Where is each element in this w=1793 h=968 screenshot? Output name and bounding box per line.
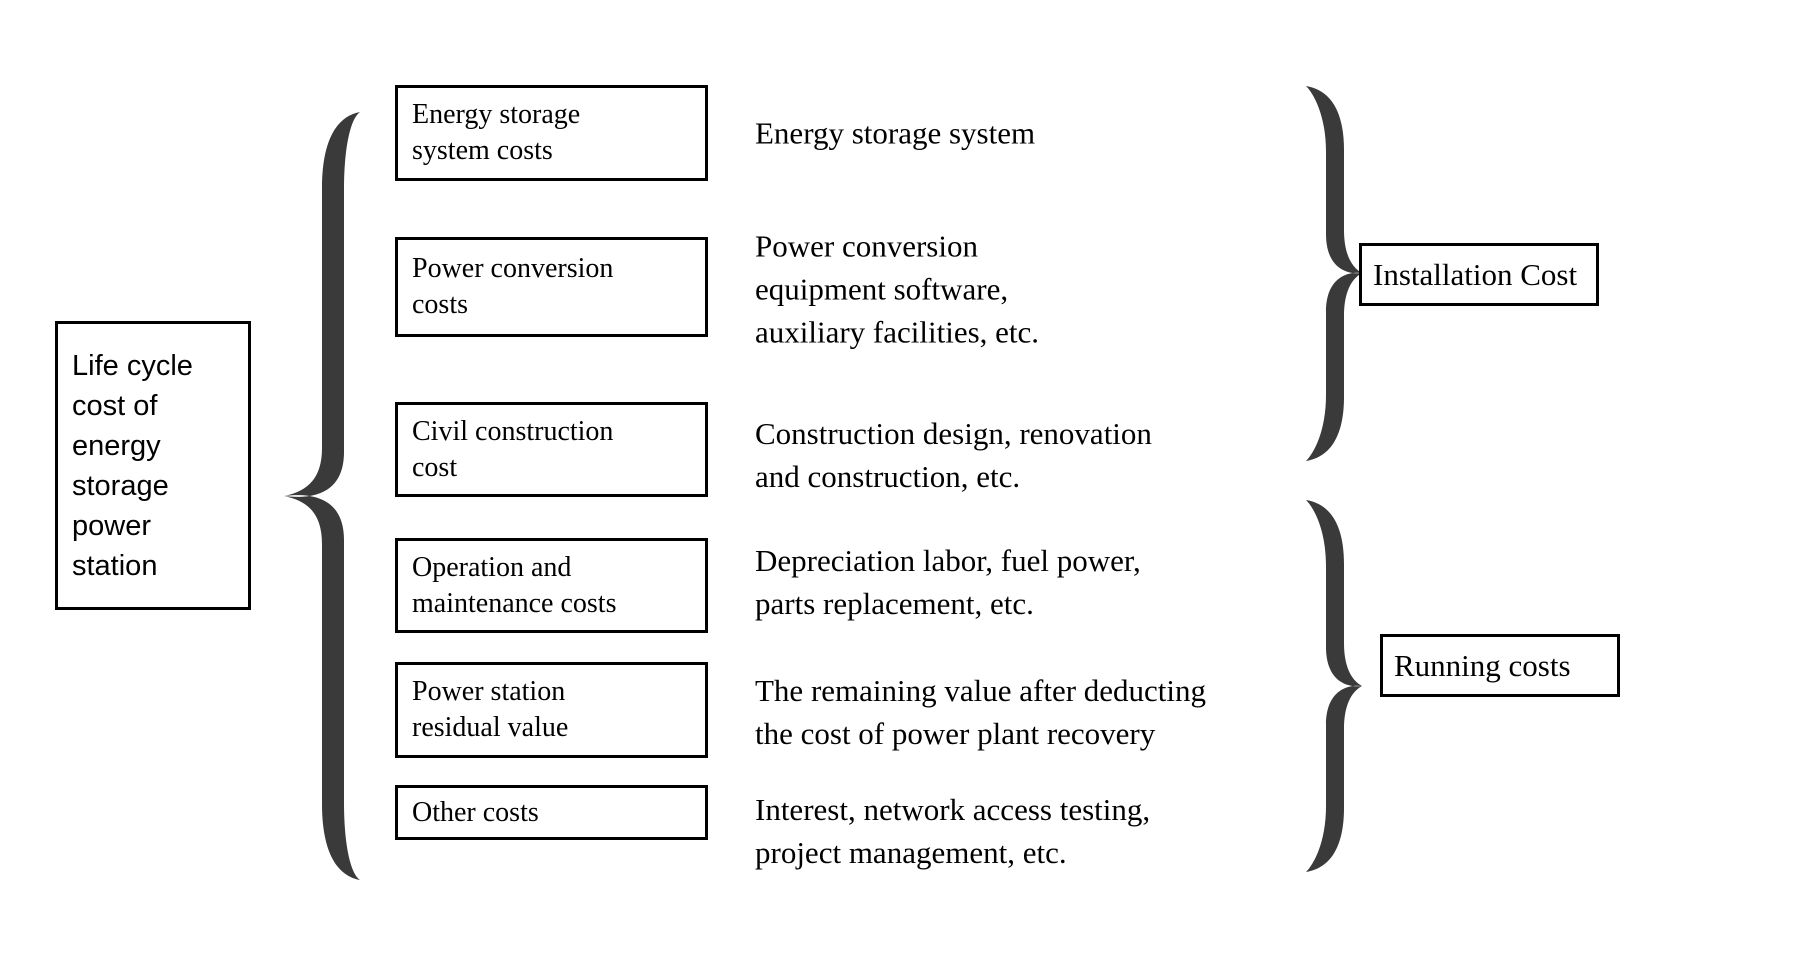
item-box-energy-storage-system-costs: Energy storage system costs <box>395 85 708 181</box>
item-box-power-conversion-costs: Power conversion costs <box>395 237 708 337</box>
running-costs-box: Running costs <box>1380 634 1620 697</box>
running-costs-label: Running costs <box>1394 647 1571 683</box>
item-box-operation-maintenance-costs: Operation and maintenance costs <box>395 538 708 633</box>
item-box-civil-construction-cost: Civil construction cost <box>395 402 708 497</box>
item-box-other-costs: Other costs <box>395 785 708 840</box>
item-box-label: Operation and maintenance costs <box>412 551 617 619</box>
item-box-label: Power station residual value <box>412 676 569 743</box>
installation-cost-label: Installation Cost <box>1373 256 1578 292</box>
item-desc-operation-maintenance: Depreciation labor, fuel power, parts re… <box>755 543 1141 621</box>
item-desc-power-conversion: Power conversion equipment software, aux… <box>755 228 1040 350</box>
item-box-label: Power conversion costs <box>412 253 614 320</box>
item-desc-other-costs: Interest, network access testing, projec… <box>755 792 1151 870</box>
item-box-label: Civil construction cost <box>412 415 614 483</box>
item-box-power-station-residual-value: Power station residual value <box>395 662 708 758</box>
item-desc-energy-storage-system: Energy storage system <box>755 115 1036 151</box>
item-desc-residual-value: The remaining value after deducting the … <box>755 673 1207 751</box>
item-desc-civil-construction: Construction design, renovation and cons… <box>755 416 1152 494</box>
installation-cost-box: Installation Cost <box>1359 243 1599 306</box>
left-brace <box>284 112 360 880</box>
item-box-label: Other costs <box>412 796 539 828</box>
root-label: Life cycle cost of energy storage power … <box>72 349 193 582</box>
root-box: Life cycle cost of energy storage power … <box>55 321 251 610</box>
item-box-label: Energy storage system costs <box>412 99 581 166</box>
